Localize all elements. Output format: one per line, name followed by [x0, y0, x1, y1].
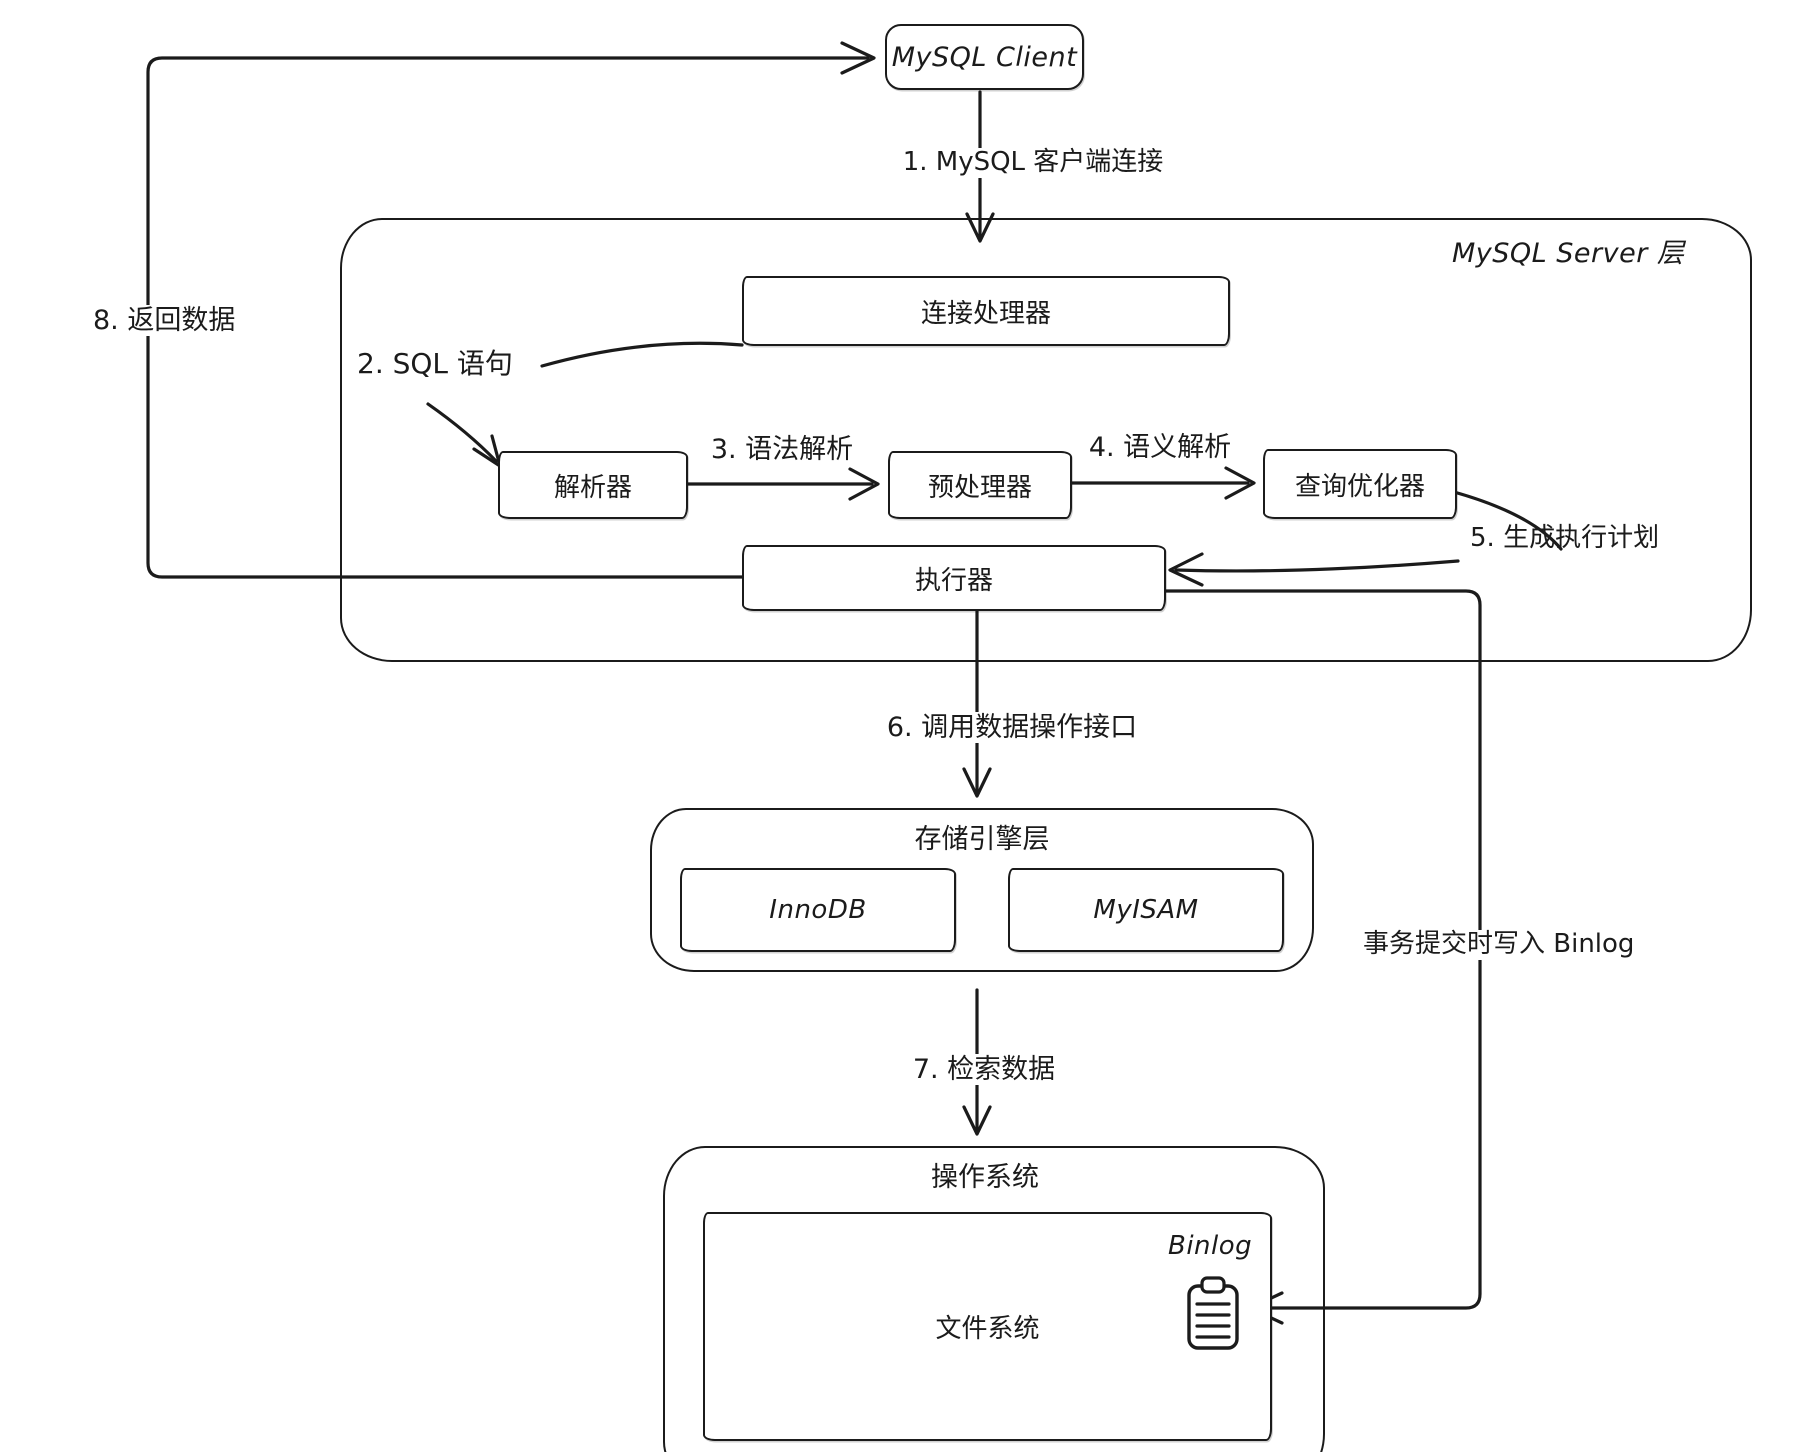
innodb-label: InnoDB: [769, 895, 867, 925]
innodb-node: InnoDB: [680, 868, 956, 952]
edge-4-label: 4. 语义解析: [1088, 432, 1232, 463]
storage-layer-box: [650, 808, 1314, 972]
optimizer-label: 查询优化器: [1294, 471, 1425, 502]
parser-label: 解析器: [553, 472, 632, 503]
edge-7-label: 7. 检索数据: [904, 1054, 1064, 1086]
binlog-label: Binlog: [1168, 1231, 1253, 1261]
optimizer-node: 查询优化器: [1263, 449, 1457, 519]
edge-6-arrow: [962, 607, 992, 798]
edge-1-label: 1. MySQL 客户端连接: [894, 147, 1172, 178]
file-system-node: 文件系统: [703, 1212, 1272, 1441]
myisam-node: MyISAM: [1008, 868, 1284, 952]
executor-label: 执行器: [914, 565, 993, 596]
edge-5-label: 5. 生成执行计划: [1470, 523, 1660, 553]
edge-5-arrow: [1168, 490, 1563, 587]
preprocessor-node: 预处理器: [888, 451, 1072, 519]
binlog-clipboard-icon: [1187, 1276, 1239, 1350]
parser-node: 解析器: [498, 451, 688, 519]
edge-3-label: 3. 语法解析: [710, 434, 854, 465]
storage-layer-label: 存储引擎层: [914, 824, 1050, 855]
binlog-write-label: 事务提交时写入 Binlog: [1355, 929, 1643, 960]
os-label: 操作系统: [931, 1162, 1039, 1193]
executor-node: 执行器: [742, 545, 1166, 611]
connection-handler-node: 连接处理器: [742, 276, 1230, 346]
edge-3-arrow: [686, 467, 880, 501]
preprocessor-label: 预处理器: [927, 472, 1032, 503]
edge-2-label: 2. SQL 语句: [357, 347, 513, 380]
connection-handler-label: 连接处理器: [920, 298, 1051, 329]
myisam-label: MyISAM: [1093, 895, 1199, 925]
mysql-client-label: MySQL Client: [891, 41, 1078, 73]
edge-6-label: 6. 调用数据操作接口: [878, 712, 1146, 744]
server-layer-label: MySQL Server 层: [1452, 238, 1685, 269]
file-system-label: 文件系统: [935, 1314, 1040, 1344]
os-box: [663, 1146, 1325, 1452]
server-layer-box: [340, 218, 1752, 662]
edge-4-arrow: [1068, 466, 1256, 500]
mysql-client-node: MySQL Client: [885, 24, 1084, 90]
edge-8-label: 8. 返回数据: [85, 305, 244, 337]
